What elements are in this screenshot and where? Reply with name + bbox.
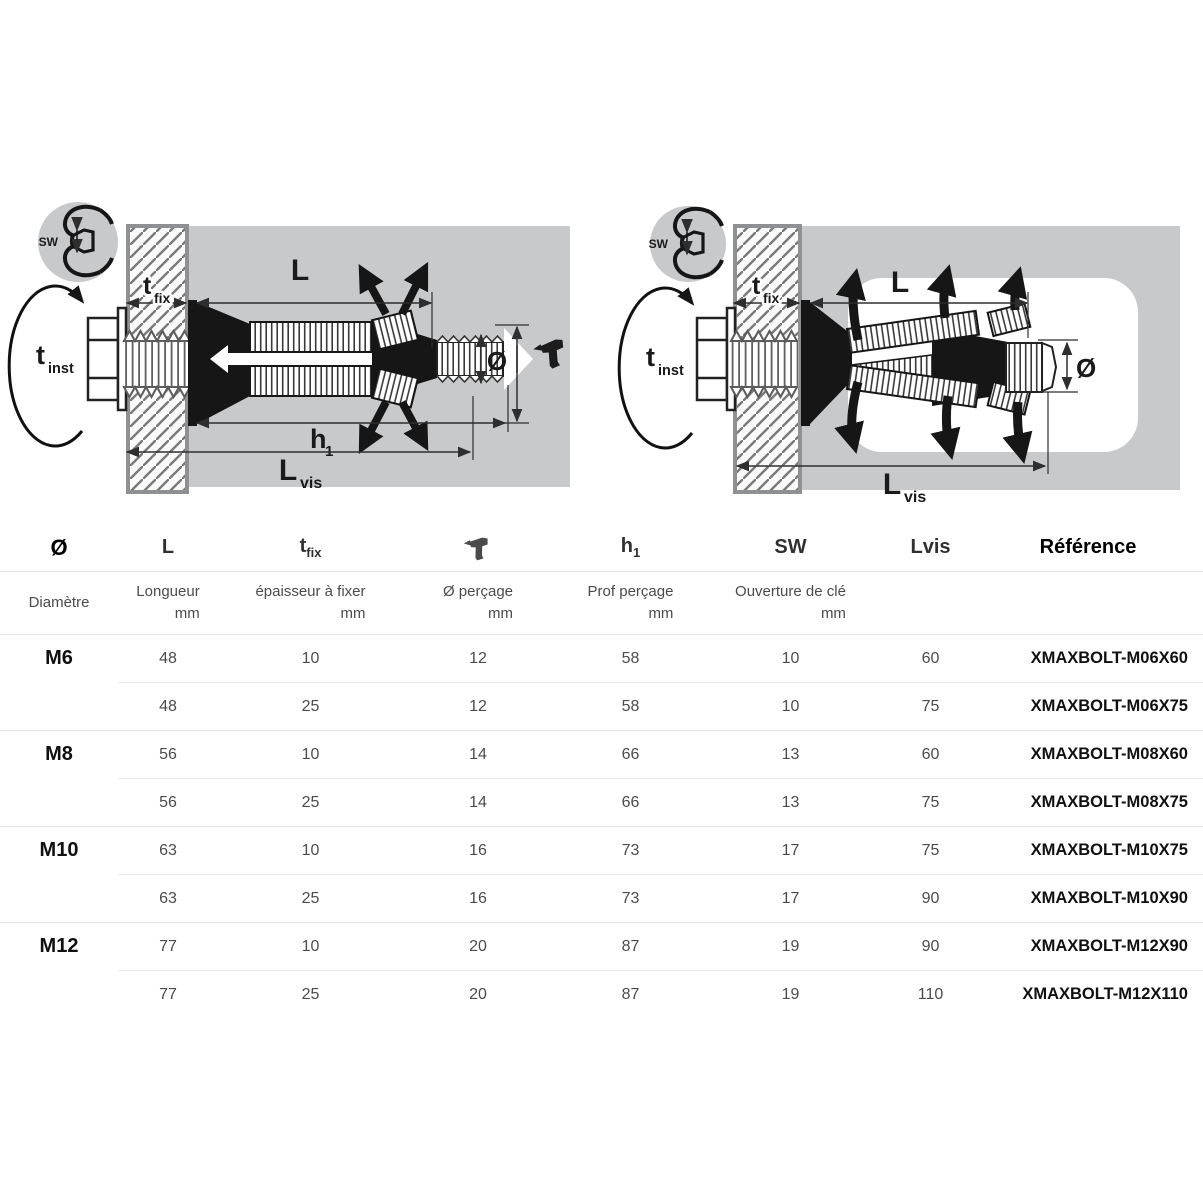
threaded-stud — [1005, 342, 1043, 393]
wrench-badge: SW — [38, 202, 118, 282]
t-fix-label: t — [752, 272, 761, 300]
lvis-label: L — [279, 454, 297, 487]
torque-arrow — [7, 284, 85, 448]
dim-h1 — [195, 385, 509, 432]
table-row: M8 56 10 14 66 13 60 XMAXBOLT-M08X60 — [0, 730, 1203, 779]
thread-in-wall — [729, 328, 799, 400]
table-row: M12 77 10 20 87 19 90 XMAXBOLT-M12X90 — [0, 922, 1203, 971]
bolt-tip — [1041, 341, 1058, 393]
diagram-solid-material: t inst SW — [7, 202, 570, 494]
dim-lvis — [125, 396, 474, 460]
lvis-sub: vis — [300, 475, 322, 492]
dim-diameter — [1038, 339, 1078, 393]
thread-in-wall — [122, 328, 192, 400]
table-row: 48 25 12 58 10 75 XMAXBOLT-M06X75 — [0, 682, 1203, 731]
col-header-h1: h1 — [553, 524, 708, 572]
table-row: 56 25 14 66 13 75 XMAXBOLT-M08X75 — [0, 778, 1203, 827]
t-inst-label: t — [36, 340, 45, 370]
table-row: M6 48 10 12 58 10 60 XMAXBOLT-M06X60 — [45, 647, 1188, 670]
dim-length — [809, 292, 1029, 338]
col-header-diameter: Ø — [0, 524, 118, 572]
lvis-label: L — [883, 468, 901, 501]
t-inst-sub: inst — [48, 361, 74, 377]
diagram-hollow-material: t inst SW — [617, 206, 1180, 506]
sw-label: SW — [39, 235, 59, 249]
hex-nut — [86, 306, 128, 412]
subheader-diameter: Diamètre — [0, 571, 118, 635]
table-row: 63 25 16 73 17 90 XMAXBOLT-M10X90 — [0, 874, 1203, 923]
t-inst-sub: inst — [658, 363, 684, 379]
col-header-reference: Référence — [988, 524, 1203, 572]
dim-diameter — [475, 324, 529, 424]
length-label: L — [291, 254, 309, 287]
lvis-sub: vis — [904, 489, 926, 506]
drill-icon — [463, 537, 488, 561]
sw-label: SW — [649, 237, 669, 251]
dim-length — [195, 292, 433, 348]
table-row: 77 25 20 87 19 110 XMAXBOLT-M12X110 — [0, 970, 1203, 1018]
wrench-icon — [62, 204, 114, 278]
subheader-lvis — [873, 571, 988, 635]
subheader-reference — [988, 571, 1203, 635]
length-label: L — [891, 266, 909, 299]
spec-table: Ø L tfix h1 SW Lvis Référence Diamètre L… — [0, 524, 1203, 1018]
diameter-symbol: Ø — [50, 534, 68, 560]
drill-tip-mark — [504, 328, 533, 390]
t-fix-sub: fix — [763, 290, 780, 306]
table-row: M10 63 10 16 73 17 75 XMAXBOLT-M10X75 — [0, 826, 1203, 875]
col-header-length: L — [118, 524, 218, 572]
installation-diagrams: t inst SW — [0, 180, 1203, 522]
expansion-arrows — [834, 264, 1033, 464]
diameter-label: Ø — [487, 346, 507, 376]
t-fix-label: t — [143, 272, 152, 300]
drill-icon — [533, 339, 564, 369]
wrench-badge: SW — [649, 206, 726, 282]
col-header-tfix: tfix — [218, 524, 403, 572]
table-header-row: Ø L tfix h1 SW Lvis Référence — [0, 524, 1203, 572]
hex-nut — [695, 306, 737, 412]
col-header-sw: SW — [708, 524, 873, 572]
torque-arrow — [617, 286, 695, 450]
wrench-icon — [672, 206, 724, 280]
anchor-sleeve — [188, 300, 437, 426]
diameter-label: Ø — [1076, 353, 1096, 383]
t-fix-sub: fix — [154, 290, 171, 306]
threaded-stud — [436, 328, 533, 390]
expansion-direction-arrow — [210, 345, 372, 373]
t-inst-label: t — [646, 342, 655, 372]
h1-label: h — [310, 424, 327, 454]
col-header-lvis: Lvis — [873, 524, 988, 572]
dim-lvis — [735, 392, 1049, 474]
col-header-drill — [403, 524, 553, 572]
